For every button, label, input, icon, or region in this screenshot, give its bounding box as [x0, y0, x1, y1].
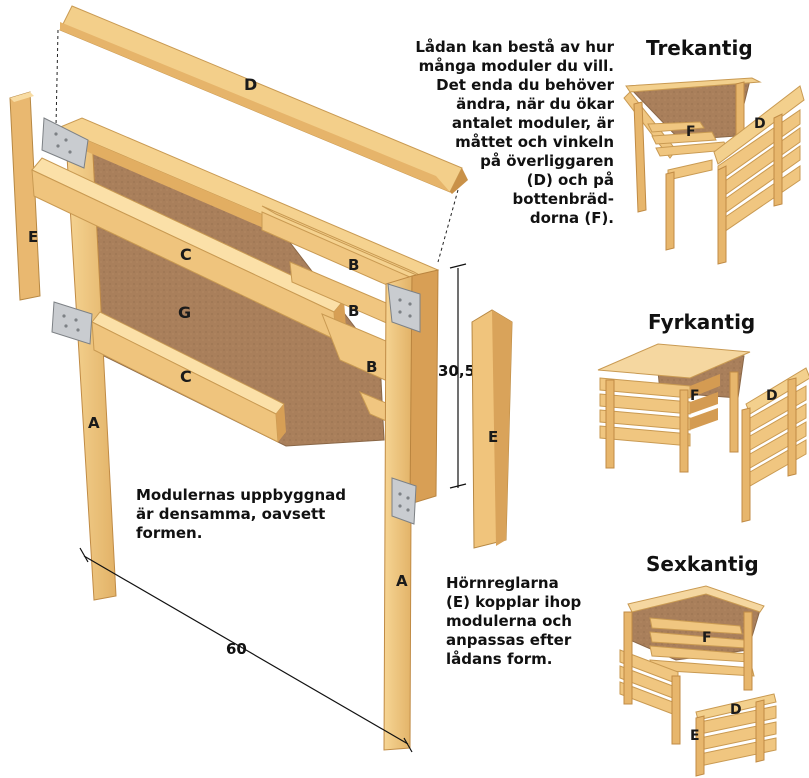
- box-square: [597, 343, 809, 523]
- dimension-height-value: 30,5: [438, 362, 475, 380]
- intro-line: bottenbräd-: [512, 190, 614, 208]
- corners-line: lådans form.: [446, 650, 553, 668]
- corners-line: Hörnreglarna: [446, 574, 559, 592]
- heading-square: Fyrkantig: [648, 310, 756, 334]
- hornregel-e-right: [471, 309, 513, 549]
- intro-line: antalet moduler, är: [451, 114, 614, 132]
- vinkelbeslag: [41, 117, 421, 525]
- label-f-triangle: F: [686, 124, 696, 140]
- label-d-hexagon: D: [730, 702, 742, 718]
- regel-c-bottom: [91, 311, 286, 443]
- label-a-right: A: [396, 572, 408, 590]
- label-b-1: B: [348, 256, 359, 274]
- label-e-hexagon: E: [690, 728, 700, 744]
- guide-line: [55, 29, 59, 127]
- guide-line: [437, 189, 459, 263]
- label-b-3: B: [366, 358, 377, 376]
- intro-line: många moduler du vill.: [418, 57, 614, 75]
- intro-line: (D) och på: [526, 171, 614, 189]
- label-e-right: E: [488, 428, 498, 446]
- intro-line: ändra, när du ökar: [456, 95, 614, 113]
- label-c-bottom: C: [180, 367, 192, 386]
- modules-line: är densamma, oavsett: [136, 505, 326, 523]
- label-d-triangle: D: [754, 116, 766, 132]
- intro-line: dorna (F).: [529, 209, 614, 227]
- intro-line: Lådan kan bestå av hur: [415, 38, 614, 56]
- box-hexagon: [619, 585, 777, 777]
- label-g: G: [178, 303, 191, 322]
- label-f-square: F: [690, 388, 700, 404]
- corners-line: modulerna och: [446, 612, 572, 630]
- heading-hexagon: Sexkantig: [646, 552, 759, 576]
- corners-line: (E) kopplar ihop: [446, 593, 582, 611]
- intro-line: måttet och vinkeln: [455, 133, 614, 151]
- label-d-square: D: [766, 388, 778, 404]
- overligger-d-main: [59, 5, 468, 194]
- corners-line: anpassas efter: [446, 631, 572, 649]
- label-c-top: C: [180, 245, 192, 264]
- dimension-height: [449, 263, 467, 489]
- label-e-left: E: [28, 228, 38, 246]
- hornregel-e-left: [9, 91, 41, 301]
- dimension-width: [79, 547, 413, 753]
- modules-line: formen.: [136, 524, 203, 542]
- intro-line: på överliggaren: [480, 152, 614, 170]
- label-d-main: D: [244, 75, 257, 94]
- modules-note: Modulernas uppbyggnad är densamma, oavse…: [136, 486, 376, 543]
- heading-triangle: Trekantig: [646, 36, 753, 60]
- label-a-left: A: [88, 414, 100, 432]
- label-f-hexagon: F: [702, 630, 712, 646]
- dimension-width-value: 60: [226, 640, 247, 658]
- intro-note: Lådan kan bestå av hur många moduler du …: [404, 38, 614, 228]
- modules-line: Modulernas uppbyggnad: [136, 486, 346, 504]
- corners-note: Hörnreglarna (E) kopplar ihop modulerna …: [446, 574, 616, 669]
- box-triangle: [623, 77, 805, 265]
- intro-line: Det enda du behöver: [436, 76, 614, 94]
- label-b-2: B: [348, 302, 359, 320]
